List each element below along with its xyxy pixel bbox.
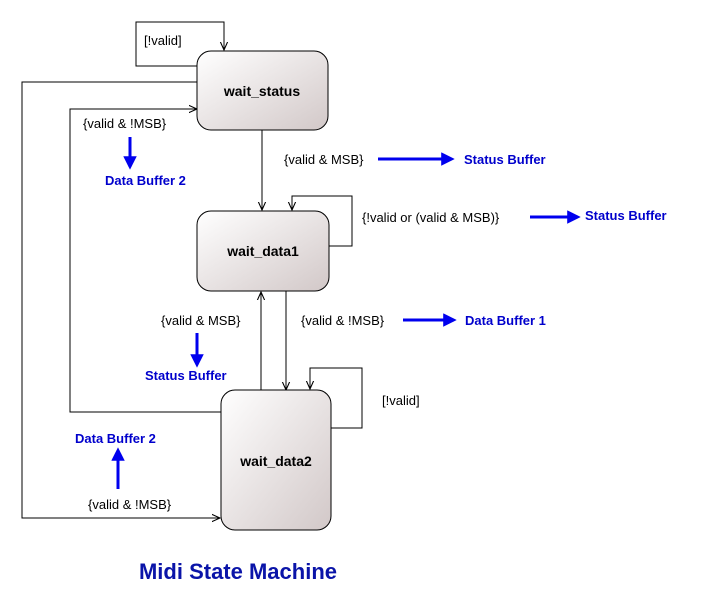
edge-data2-to-status bbox=[69, 109, 221, 413]
diagram-title: Midi State Machine bbox=[139, 559, 337, 584]
edge-data1-self-loop bbox=[292, 195, 353, 247]
label-data2-self: [!valid] bbox=[382, 393, 420, 408]
state-wait-status-label: wait_status bbox=[223, 83, 300, 99]
buffer-status-3: Status Buffer bbox=[145, 368, 227, 383]
label-data1-self: {!valid or (valid & MSB)} bbox=[362, 210, 500, 225]
edge-status-to-data2 bbox=[21, 81, 220, 518]
buffer-data-2-top: Data Buffer 2 bbox=[105, 173, 186, 188]
label-data2-to-status: {valid & !MSB} bbox=[83, 116, 167, 131]
state-wait-data1-label: wait_data1 bbox=[226, 243, 299, 259]
edge-status-self-loop bbox=[135, 21, 224, 67]
buffer-data-2-bottom: Data Buffer 2 bbox=[75, 431, 156, 446]
label-data1-to-data2: {valid & !MSB} bbox=[301, 313, 385, 328]
label-status-to-data1: {valid & MSB} bbox=[284, 152, 364, 167]
buffer-status-1: Status Buffer bbox=[464, 152, 546, 167]
state-wait-data2[interactable]: wait_data2 bbox=[220, 389, 332, 531]
edge-data2-self-loop bbox=[310, 367, 363, 429]
label-status-to-data2: {valid & !MSB} bbox=[88, 497, 172, 512]
label-data2-to-data1: {valid & MSB} bbox=[161, 313, 241, 328]
buffer-data-1: Data Buffer 1 bbox=[465, 313, 546, 328]
state-wait-status[interactable]: wait_status bbox=[196, 50, 329, 131]
label-status-self: [!valid] bbox=[144, 33, 182, 48]
state-wait-data2-label: wait_data2 bbox=[239, 453, 312, 469]
buffer-status-2: Status Buffer bbox=[585, 208, 667, 223]
state-wait-data1[interactable]: wait_data1 bbox=[196, 210, 330, 292]
